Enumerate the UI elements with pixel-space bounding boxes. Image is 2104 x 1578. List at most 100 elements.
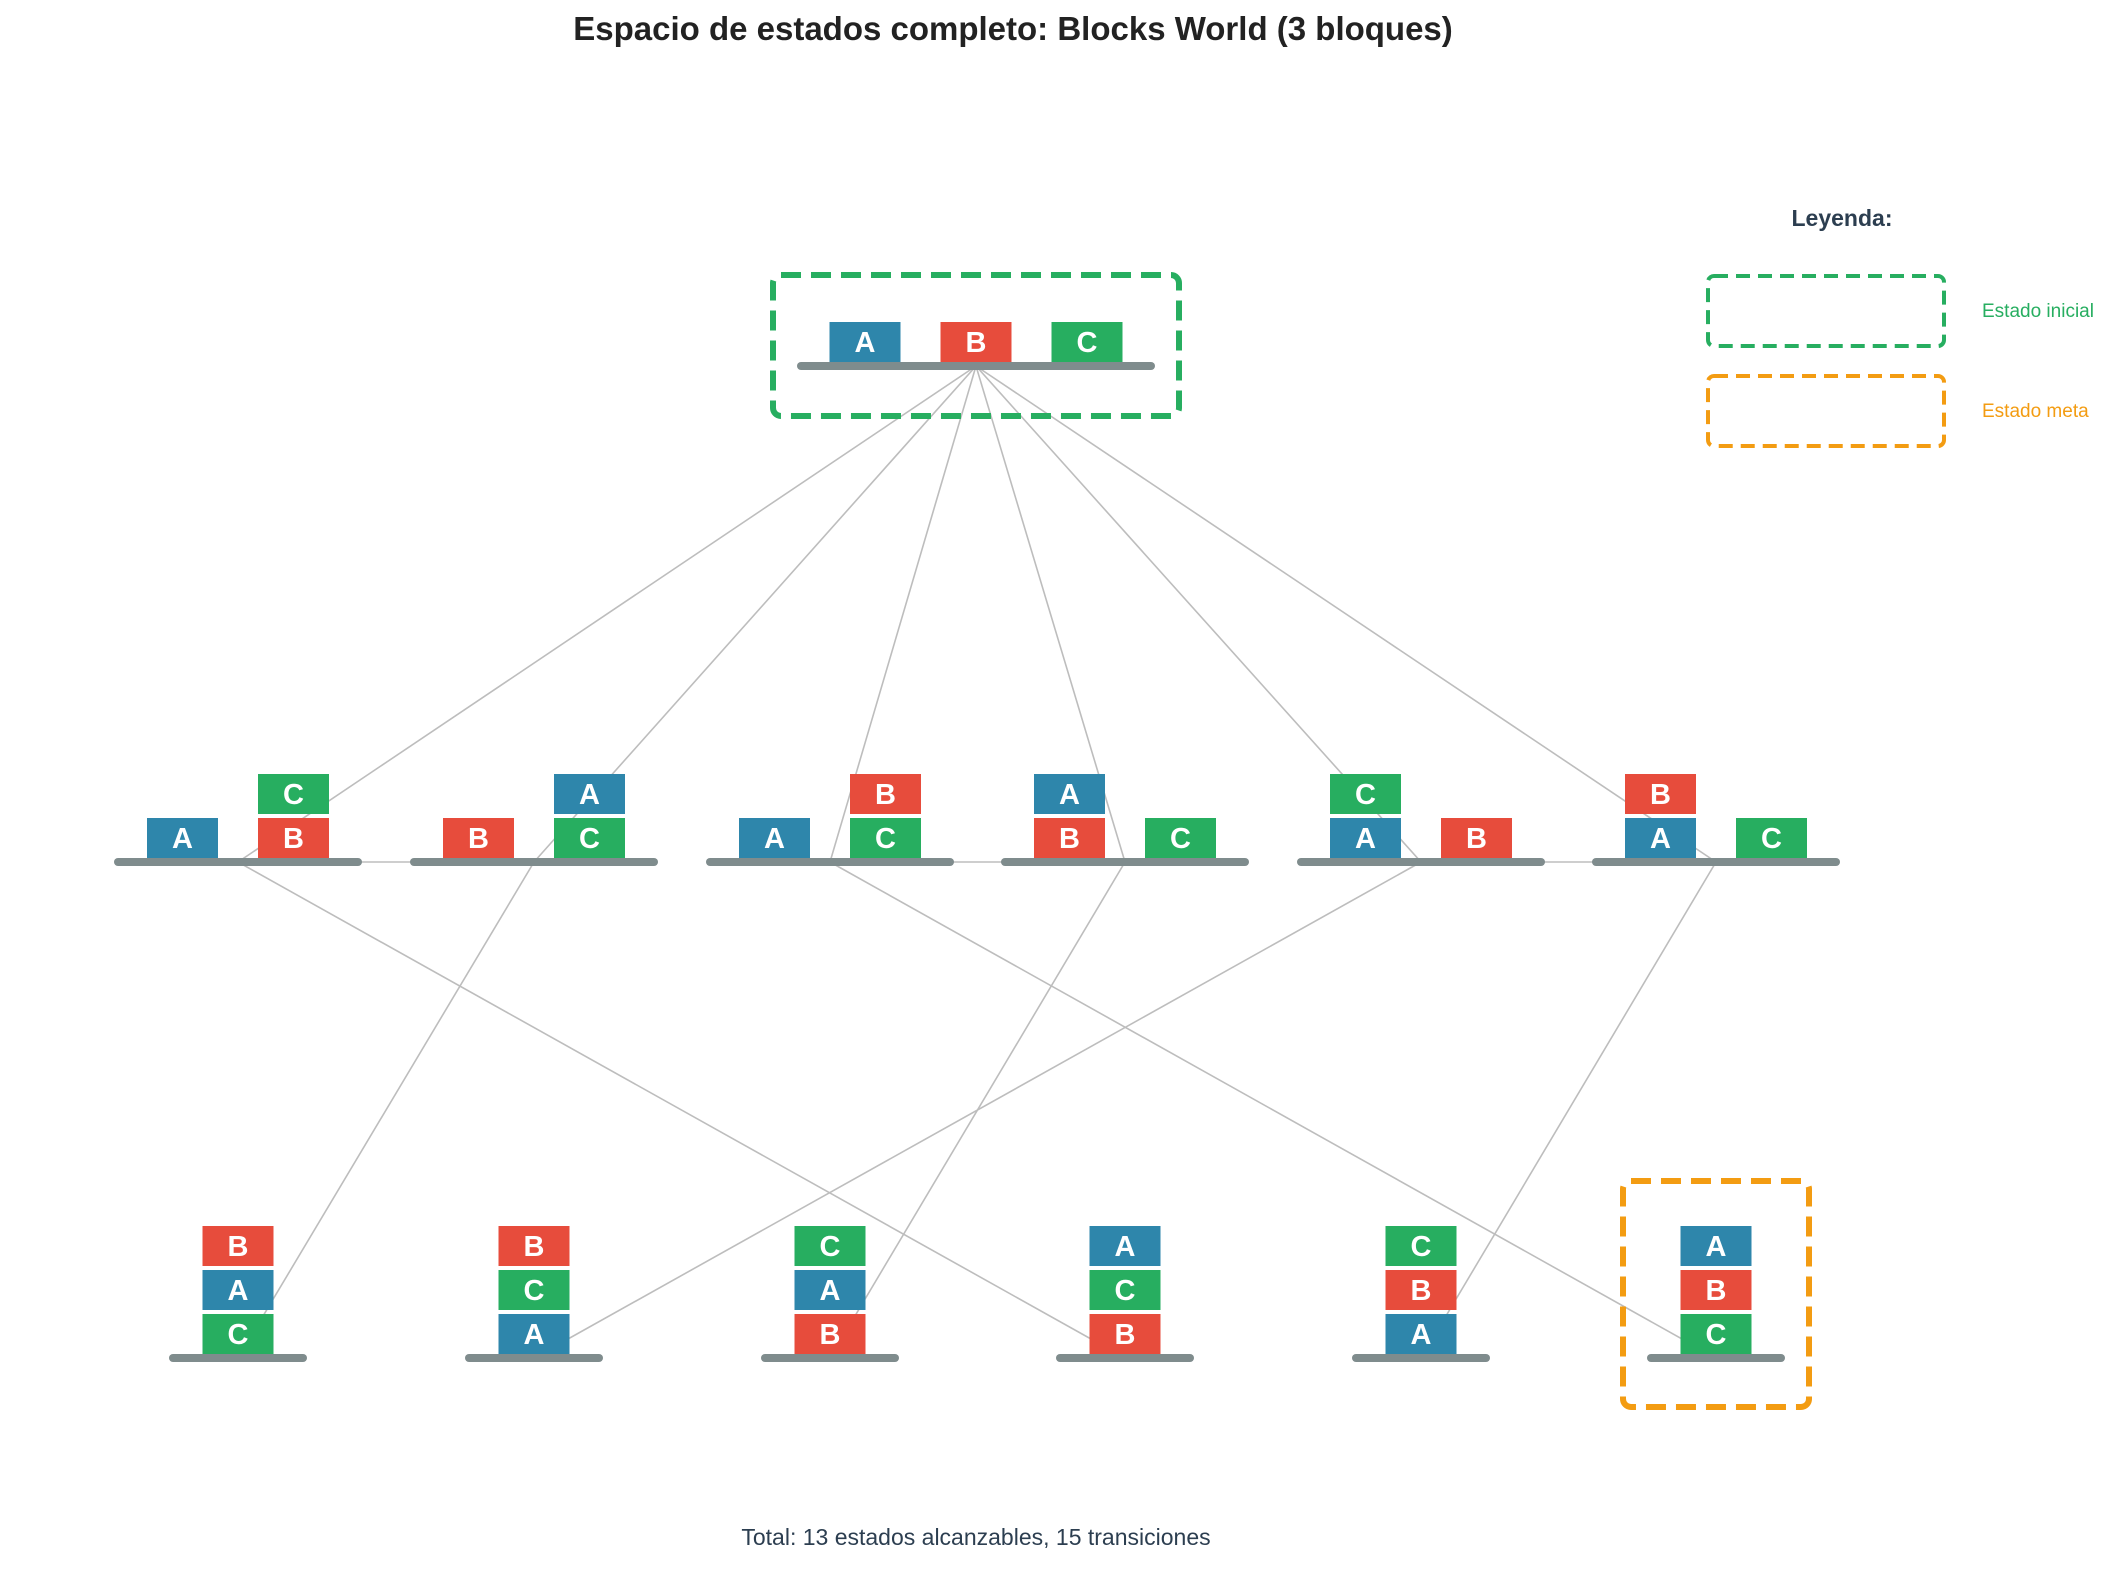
block-label: C (820, 1231, 841, 1263)
block-label: B (1115, 1319, 1136, 1351)
block-c (850, 818, 921, 858)
transition-edge (237, 861, 535, 1359)
block-label: B (1411, 1275, 1432, 1307)
block-a (739, 818, 810, 858)
block-label: B (283, 823, 304, 855)
block-label: B (524, 1231, 545, 1263)
state-node: BCA (1056, 1226, 1194, 1362)
block-a (147, 818, 218, 858)
transition-edge (1420, 861, 1717, 1359)
block-c (1089, 1270, 1161, 1310)
diagram-title: Espacio de estados completo: Blocks Worl… (573, 10, 1453, 47)
legend: Leyenda: Estado inicial Estado meta (1706, 205, 2094, 448)
block-c (202, 1314, 274, 1354)
transition-edge (829, 861, 1717, 1359)
block-c (1680, 1314, 1752, 1354)
state-node: A CB (706, 774, 954, 866)
state-node: B CA (410, 774, 658, 866)
state-node: ABC (1352, 1226, 1490, 1362)
block-b (202, 1226, 274, 1266)
block-label: B (228, 1231, 249, 1263)
goal-state-marker (1620, 1178, 1812, 1410)
block-c (1145, 818, 1216, 858)
block-c (554, 818, 625, 858)
block-label: C (228, 1319, 249, 1351)
state-node: AC B (1297, 774, 1545, 866)
block-a (1625, 818, 1696, 858)
legend-initial-swatch (1706, 274, 1946, 348)
block-label: A (1355, 823, 1376, 855)
block-label: A (1706, 1231, 1727, 1263)
legend-initial-label: Estado inicial (1982, 301, 2094, 322)
block-b (258, 818, 329, 858)
block-a (202, 1270, 274, 1310)
block-c (498, 1270, 570, 1310)
block-a (829, 322, 901, 362)
block-b (1034, 818, 1105, 858)
block-label: A (820, 1275, 841, 1307)
block-a (554, 774, 625, 814)
block-label: C (1761, 823, 1782, 855)
state-node: BA C (1001, 774, 1249, 866)
block-label: C (1706, 1319, 1727, 1351)
block-label: B (1466, 823, 1487, 855)
transition-edge (237, 861, 1126, 1359)
block-label: A (1411, 1319, 1432, 1351)
block-c (1051, 322, 1123, 362)
transition-edge (975, 365, 1717, 863)
block-label: A (764, 823, 785, 855)
block-label: C (1115, 1275, 1136, 1307)
block-label: C (283, 779, 304, 811)
transition-edge (237, 365, 977, 863)
block-label: B (875, 779, 896, 811)
block-label: A (1650, 823, 1671, 855)
block-label: C (524, 1275, 545, 1307)
block-b (1385, 1270, 1457, 1310)
block-b (794, 1314, 866, 1354)
block-label: C (1411, 1231, 1432, 1263)
block-label: B (1650, 779, 1671, 811)
block-c (1385, 1226, 1457, 1266)
block-label: C (1355, 779, 1376, 811)
block-b (850, 774, 921, 814)
block-c (1736, 818, 1807, 858)
block-label: C (1077, 327, 1098, 359)
block-label: B (1706, 1275, 1727, 1307)
state-node: AB C (1592, 774, 1840, 866)
block-label: C (579, 823, 600, 855)
block-label: B (1059, 823, 1080, 855)
state-node: CAB (169, 1226, 307, 1362)
legend-goal-label: Estado meta (1982, 401, 2089, 422)
footer-summary: Total: 13 estados alcanzables, 15 transi… (741, 1524, 1210, 1550)
state-node: CBA (1620, 1178, 1812, 1410)
block-b (1089, 1314, 1161, 1354)
block-label: B (820, 1319, 841, 1351)
block-a (1330, 818, 1401, 858)
state-node: ACB (465, 1226, 603, 1362)
legend-goal-swatch (1706, 374, 1946, 448)
state-node: BAC (761, 1226, 899, 1362)
block-label: B (468, 823, 489, 855)
initial-state-marker (770, 272, 1182, 419)
block-label: A (228, 1275, 249, 1307)
block-b (1680, 1270, 1752, 1310)
legend-title: Leyenda: (1792, 205, 1893, 231)
block-c (794, 1226, 866, 1266)
block-a (1034, 774, 1105, 814)
block-b (443, 818, 514, 858)
transition-edge (533, 861, 1422, 1359)
block-label: A (1059, 779, 1080, 811)
block-label: A (172, 823, 193, 855)
block-b (1441, 818, 1512, 858)
block-label: C (875, 823, 896, 855)
block-label: B (966, 327, 987, 359)
block-label: A (1115, 1231, 1136, 1263)
block-label: C (1170, 823, 1191, 855)
block-a (794, 1270, 866, 1310)
block-label: A (579, 779, 600, 811)
block-a (1385, 1314, 1457, 1354)
block-a (498, 1314, 570, 1354)
